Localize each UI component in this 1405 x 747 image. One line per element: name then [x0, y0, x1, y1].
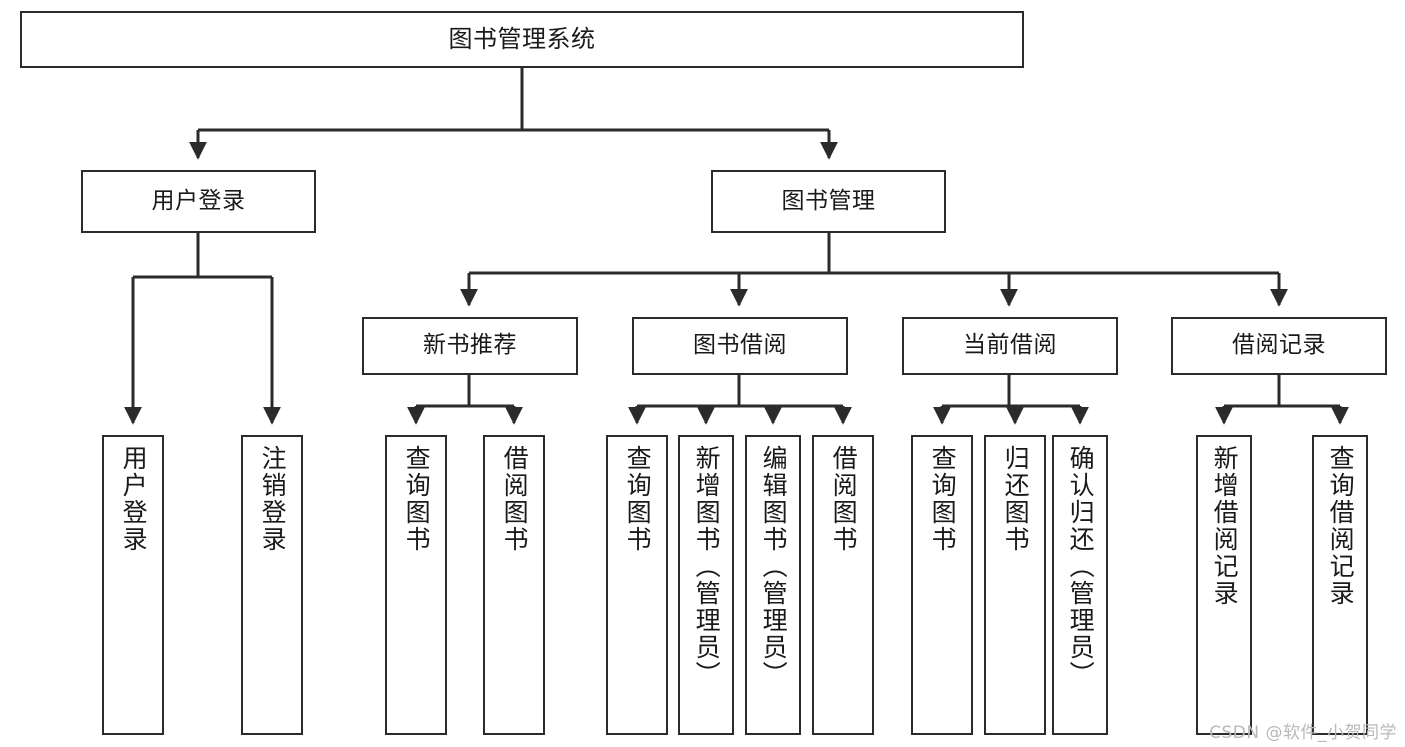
- node-leaf-query-book-3-label: 查询图书: [928, 445, 958, 553]
- node-leaf-user-login-label: 用户登录: [119, 445, 149, 553]
- node-leaf-query-book-1[interactable]: 查询图书: [385, 435, 447, 735]
- node-leaf-confirm-return[interactable]: 确认归还（管理员）: [1052, 435, 1108, 735]
- node-root-label: 图书管理系统: [448, 25, 596, 54]
- node-leaf-return-book[interactable]: 归还图书: [984, 435, 1046, 735]
- node-borrow-record[interactable]: 借阅记录: [1171, 317, 1387, 375]
- node-leaf-query-book-2[interactable]: 查询图书: [606, 435, 668, 735]
- node-leaf-edit-book[interactable]: 编辑图书（管理员）: [745, 435, 801, 735]
- node-book-manage[interactable]: 图书管理: [711, 170, 946, 233]
- node-book-borrow[interactable]: 图书借阅: [632, 317, 848, 375]
- node-leaf-borrow-book-2-label: 借阅图书: [829, 445, 859, 553]
- node-leaf-add-record[interactable]: 新增借阅记录: [1196, 435, 1252, 735]
- node-current-borrow-label: 当前借阅: [963, 332, 1057, 359]
- node-leaf-user-login[interactable]: 用户登录: [102, 435, 164, 735]
- node-leaf-add-record-label: 新增借阅记录: [1210, 445, 1240, 607]
- node-root[interactable]: 图书管理系统: [20, 11, 1024, 68]
- node-leaf-query-book-3[interactable]: 查询图书: [911, 435, 973, 735]
- node-book-borrow-label: 图书借阅: [693, 332, 787, 359]
- node-borrow-record-label: 借阅记录: [1232, 332, 1326, 359]
- node-leaf-query-record-label: 查询借阅记录: [1326, 445, 1356, 607]
- csdn-watermark: CSDN @软件_小贺同学: [1209, 723, 1397, 743]
- node-leaf-query-book-2-label: 查询图书: [623, 445, 653, 553]
- node-leaf-edit-book-label: 编辑图书（管理员）: [759, 445, 789, 688]
- node-leaf-query-book-1-label: 查询图书: [402, 445, 432, 553]
- node-new-book-rec-label: 新书推荐: [423, 332, 517, 359]
- node-leaf-logout-login-label: 注销登录: [258, 445, 288, 553]
- node-leaf-query-record[interactable]: 查询借阅记录: [1312, 435, 1368, 735]
- node-current-borrow[interactable]: 当前借阅: [902, 317, 1118, 375]
- node-leaf-confirm-return-label: 确认归还（管理员）: [1066, 445, 1096, 688]
- node-leaf-borrow-book-1[interactable]: 借阅图书: [483, 435, 545, 735]
- node-user-login[interactable]: 用户登录: [81, 170, 316, 233]
- node-new-book-rec[interactable]: 新书推荐: [362, 317, 578, 375]
- node-leaf-borrow-book-1-label: 借阅图书: [500, 445, 530, 553]
- node-user-login-label: 用户登录: [151, 187, 246, 214]
- node-leaf-logout-login[interactable]: 注销登录: [241, 435, 303, 735]
- node-leaf-return-book-label: 归还图书: [1001, 445, 1031, 553]
- node-leaf-add-book-label: 新增图书（管理员）: [692, 445, 722, 688]
- node-leaf-borrow-book-2[interactable]: 借阅图书: [812, 435, 874, 735]
- node-book-manage-label: 图书管理: [781, 187, 876, 214]
- node-leaf-add-book[interactable]: 新增图书（管理员）: [678, 435, 734, 735]
